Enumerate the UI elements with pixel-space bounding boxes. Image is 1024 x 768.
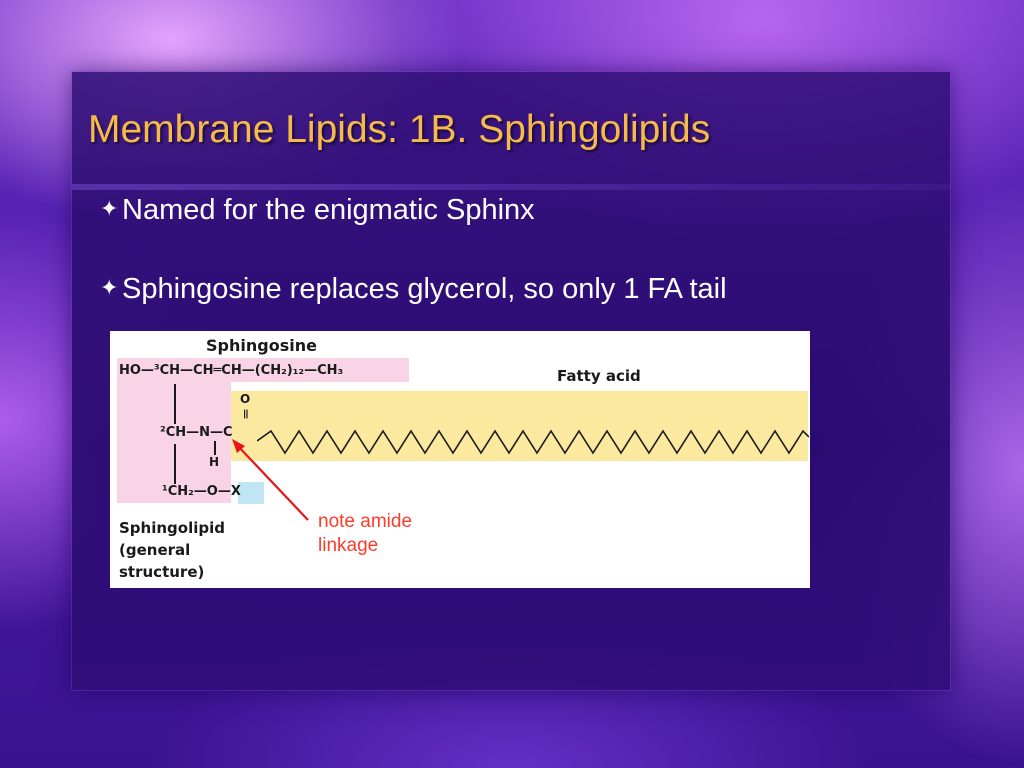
bullet-item: ✦Named for the enigmatic Sphinx: [100, 194, 535, 227]
sphingosine-chain-formula: HO—³CH—CH═CH—(CH₂)₁₂—CH₃: [119, 363, 344, 378]
structure-caption: Sphingolipid (general structure): [119, 517, 225, 583]
star-bullet-icon: ✦: [100, 196, 119, 221]
caption-line: structure): [119, 563, 205, 581]
star-bullet-icon: ✦: [100, 275, 119, 300]
bullet-text: Named for the enigmatic Sphinx: [122, 194, 535, 226]
sphingolipid-structure-figure: Sphingosine Fatty acid HO—³CH—CH═CH—(CH₂…: [110, 331, 810, 588]
bullet-text: Sphingosine replaces glycerol, so only 1…: [122, 273, 727, 305]
fatty-acid-label: Fatty acid: [557, 367, 641, 385]
bond-c3-c2: [174, 384, 176, 424]
x-group-highlight: [238, 482, 264, 504]
caption-line: Sphingolipid: [119, 519, 225, 537]
slide-title: Membrane Lipids: 1B. Sphingolipids: [88, 108, 711, 151]
sphingosine-label: Sphingosine: [206, 336, 317, 355]
bond-n-h: [214, 441, 216, 455]
amide-linkage-arrow: [232, 439, 309, 521]
bullet-item: ✦Sphingosine replaces glycerol, so only …: [100, 273, 727, 306]
fatty-acid-highlight: [231, 391, 808, 461]
amide-linkage-note: note amide linkage: [318, 510, 412, 558]
note-line: note amide: [318, 511, 413, 532]
fatty-acid-zigzag-chain: [257, 429, 809, 455]
title-divider: [72, 184, 950, 190]
amide-row-formula: ²CH—N—C: [160, 425, 233, 440]
bond-c2-c1: [174, 444, 176, 484]
caption-line: (general: [119, 541, 191, 559]
note-line: linkage: [318, 535, 379, 556]
carbonyl-oxygen: O: [240, 392, 251, 406]
amide-hydrogen: H: [209, 455, 220, 469]
carbonyl-double-bond: ═: [237, 409, 254, 419]
head-group-formula: ¹CH₂—O—X: [162, 484, 241, 499]
sphingosine-highlight-top: [117, 358, 409, 382]
